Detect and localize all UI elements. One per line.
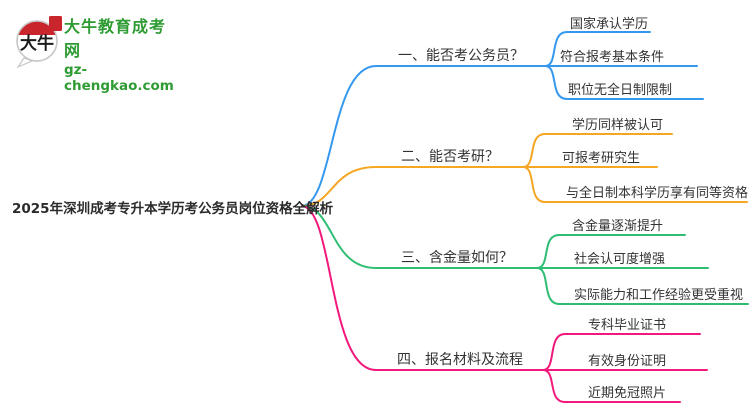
branch-label-1: 一、能否考公务员？ (398, 48, 524, 64)
branch-1-wires (301, 31, 704, 207)
logo-seal-icon (49, 16, 62, 31)
leaf-node-2-3: 与全日制本科学历享有同等资格 (566, 186, 749, 201)
logo-bubble-text: 大牛 (20, 33, 54, 54)
branch-label-3: 三、含金量如何？ (401, 250, 513, 266)
brand-domain: gz-chengkao.com (64, 62, 174, 94)
leaf-node-4-3: 近期免冠照片 (588, 386, 667, 401)
leaf-node-2-2: 可报考研究生 (562, 151, 641, 166)
leaf-node-4-2: 有效身份证明 (588, 354, 667, 369)
root-node: 2025年深圳成考专升本学历考公务员岗位资格全解析 (12, 201, 334, 217)
branch-2-wires (301, 133, 748, 207)
leaf-node-1-3: 职位无全日制限制 (568, 83, 673, 98)
leaf-node-1-1: 国家承认学历 (570, 17, 649, 32)
logo-bubble-icon: 大牛 (16, 16, 62, 69)
branch-4-wires (301, 205, 708, 403)
leaf-node-3-2: 社会认可度增强 (574, 252, 666, 267)
site-logo[interactable]: 大牛 大牛教育成考网 gz-chengkao.com (12, 10, 182, 94)
branch-label-4: 四、报名材料及流程 (397, 352, 523, 368)
leaf-node-1-2: 符合报考基本条件 (560, 50, 665, 65)
brand-name: 大牛教育成考网 (64, 17, 167, 60)
leaf-node-3-1: 含金量逐渐提升 (572, 219, 664, 234)
leaf-node-3-3: 实际能力和工作经验更受重视 (574, 288, 744, 303)
branch-label-2: 二、能否考研？ (401, 149, 499, 165)
branch-3-wires (301, 205, 749, 305)
leaf-node-4-1: 专科毕业证书 (588, 318, 667, 333)
leaf-node-2-1: 学历同样被认可 (572, 118, 664, 133)
